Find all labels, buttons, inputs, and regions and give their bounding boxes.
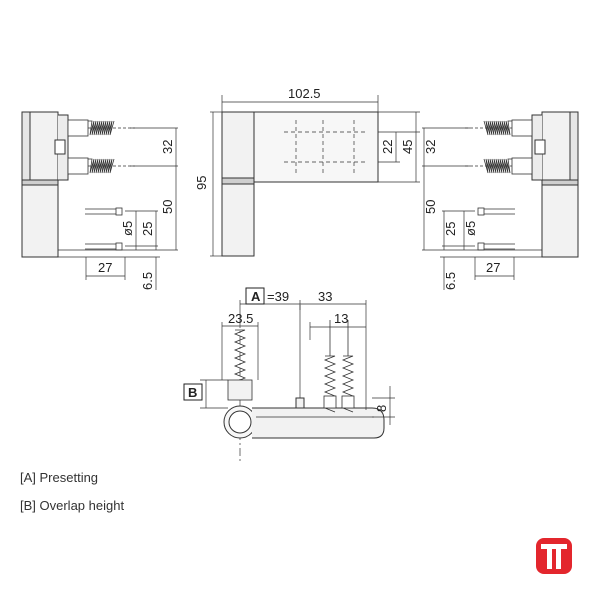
right-dim-lines (422, 127, 542, 290)
plate-screws (323, 320, 355, 413)
dim-left-50: 50 (160, 200, 175, 214)
right-clip (534, 139, 546, 155)
dim-right-6-5: 6.5 (443, 272, 458, 290)
right-band (541, 179, 579, 186)
caption-presetting: [A] Presetting (20, 470, 99, 485)
dim-23-5: 23.5 (228, 311, 253, 326)
bottom-top-view (183, 287, 395, 462)
a-box (245, 287, 265, 305)
center-screw-marks (284, 120, 366, 175)
left-lower-body (21, 184, 59, 258)
right-upper-edge (569, 111, 579, 185)
dim-left-25: 25 (140, 222, 155, 236)
dim-8: 8 (374, 405, 389, 412)
left-upper-edge (21, 111, 31, 185)
dim-right-32: 32 (423, 140, 438, 154)
dim-45: 45 (400, 140, 415, 154)
center-dim-lines (210, 95, 420, 257)
dim-right-27: 27 (486, 260, 500, 275)
dimension-texts: 102.5 95 22 45 32 50 25 ø5 27 6.5 32 50 … (98, 86, 500, 412)
right-lower-body (541, 184, 579, 258)
caption-overlap: [B] Overlap height (20, 498, 125, 513)
right-screws (465, 119, 533, 175)
dim-left-o5: ø5 (120, 221, 135, 236)
bottom-plate (252, 407, 385, 439)
dim-33: 33 (318, 289, 332, 304)
a-label: A (251, 289, 261, 304)
dim-right-25: 25 (443, 222, 458, 236)
b-label: B (188, 385, 197, 400)
left-clip (54, 139, 66, 155)
dim-a-39: =39 (267, 289, 289, 304)
dim-95: 95 (194, 176, 209, 190)
left-side-view (21, 111, 178, 290)
dim-13: 13 (334, 311, 348, 326)
dim-right-o5: ø5 (463, 221, 478, 236)
dim-left-27: 27 (98, 260, 112, 275)
presetting-pin (295, 397, 305, 409)
right-side-view (422, 111, 579, 290)
dim-22: 22 (380, 140, 395, 154)
b-box (183, 383, 203, 401)
knuckle-inner (228, 410, 252, 434)
dim-left-32: 32 (160, 140, 175, 154)
brand-logo-icon (536, 538, 572, 574)
center-plate (253, 111, 379, 183)
center-lower-body (221, 183, 255, 257)
left-dim-lines (58, 127, 178, 290)
right-pins (477, 188, 543, 257)
center-front-view (210, 95, 420, 257)
vertical-screw (227, 329, 253, 401)
left-screws-upper (67, 119, 135, 175)
center-upper-body (221, 111, 255, 183)
left-band (21, 179, 59, 186)
center-band (221, 177, 255, 185)
dim-left-6-5: 6.5 (140, 272, 155, 290)
dim-102-5: 102.5 (288, 86, 321, 101)
left-pins (57, 188, 123, 257)
dim-right-50: 50 (423, 200, 438, 214)
